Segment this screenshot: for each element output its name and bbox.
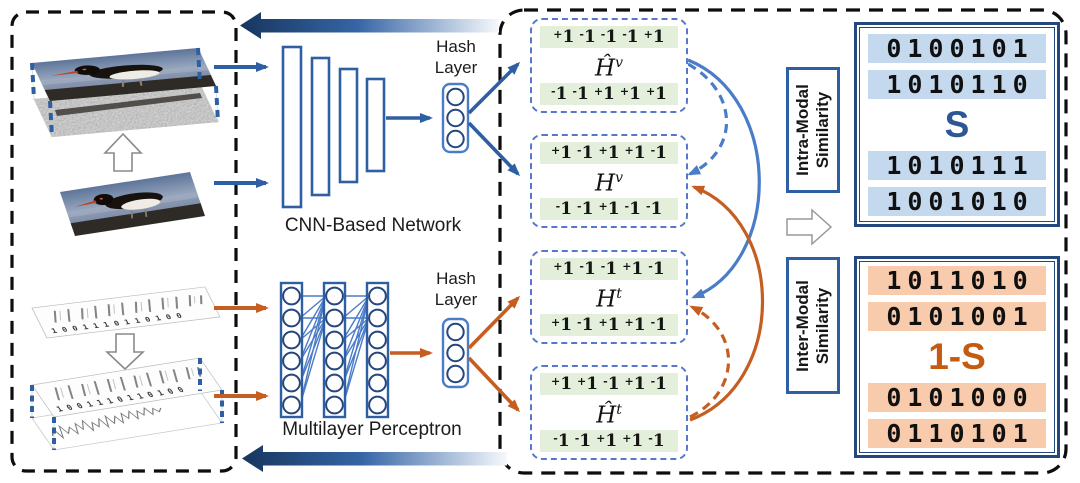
- hash-code-label: Hv: [595, 170, 623, 197]
- feedback-arrow-bottom: [242, 445, 507, 472]
- hash-row: +1-1+1+1-1: [540, 314, 678, 336]
- text-hash-layer-label: Hash Layer: [434, 269, 478, 309]
- similarity-matrix-one-minus-s: 1011010 0101001 1-S 0101000 0110101: [854, 256, 1060, 458]
- up-arrow-icon: [103, 132, 143, 172]
- right-arrow-icon: [786, 208, 833, 246]
- text-hash-layer: [441, 317, 470, 389]
- matrix-row: 0110101: [868, 419, 1046, 448]
- noise-layer: [34, 84, 218, 137]
- hash-code-box-h-t: +1-1-1+1-1 Ht +1-1+1+1-1: [530, 250, 688, 344]
- down-arrow-icon: [104, 333, 146, 371]
- box-edge-dashes: [30, 47, 220, 138]
- cnn-layer-bar-3: [338, 67, 359, 184]
- intra-arc-solid-orange: [689, 185, 765, 422]
- hash-row: +1-1-1+1-1: [540, 258, 678, 280]
- bird-image: [59, 171, 206, 237]
- input-panel-border: [10, 10, 238, 473]
- matrix-one-minus-s-label: 1-S: [928, 336, 986, 377]
- image-input-arrows: [214, 62, 269, 188]
- similarity-arcs: [687, 58, 765, 422]
- hash-row: +1+1-1+1-1: [540, 373, 678, 395]
- matrix-s-label: S: [944, 103, 970, 145]
- inter-arc-dashed-blue: [687, 62, 729, 176]
- mlp-network-label: Multilayer Perceptron: [282, 419, 462, 440]
- mlp-network: [279, 281, 390, 419]
- hash-code-label: Ĥt: [596, 401, 622, 429]
- text-input-arrows: [214, 303, 269, 401]
- matrix-row: 1011010: [868, 266, 1046, 295]
- cnn-network: [281, 45, 386, 209]
- hashing-panel-border: [498, 8, 1068, 475]
- intra-arc-solid-blue: [687, 58, 761, 299]
- text-hash-output-arrows: [467, 295, 521, 413]
- image-3d-box: [30, 46, 220, 138]
- matrix-row: 1010110: [868, 69, 1046, 99]
- similarity-matrix-s: 0100101 1010110 S 1010111 1001010: [854, 22, 1060, 227]
- hash-row: -1-1+1+1+1: [540, 83, 678, 105]
- hash-code-box-hhat-v: +1-1-1-1+1 Ĥv -1-1+1+1+1: [530, 18, 688, 113]
- matrix-row: 1010111: [868, 150, 1046, 180]
- text-sheet: [30, 285, 222, 340]
- cnn-layer-bar-4: [365, 77, 386, 173]
- image-hash-output-arrows: [467, 61, 521, 177]
- text-3d-box: [30, 356, 224, 451]
- hash-code-box-h-v: +1-1+1+1-1 Hv -1-1+1-1-1: [530, 134, 688, 228]
- hash-row: +1-1+1+1-1: [540, 142, 678, 164]
- image-hash-layer: [441, 82, 470, 154]
- mlp-neurons: [282, 286, 387, 415]
- matrix-row: 1001010: [868, 186, 1046, 216]
- cnn-layer-bar-2: [310, 56, 331, 197]
- intra-modal-similarity-box: Intra-Modal Similarity: [786, 67, 840, 193]
- matrix-row: 0100101: [868, 33, 1046, 63]
- cnn-layer-bar-1: [281, 45, 303, 209]
- matrix-row: 0101001: [868, 302, 1046, 331]
- hash-row: -1-1+1-1-1: [540, 198, 678, 220]
- hash-code-label: Ĥv: [595, 54, 623, 82]
- inter-modal-similarity-box: Inter-Modal Similarity: [786, 257, 840, 394]
- hash-row: -1-1+1+1-1: [540, 430, 678, 452]
- cnn-network-label: CNN-Based Network: [284, 215, 462, 236]
- hash-row: +1-1-1-1+1: [540, 26, 678, 48]
- hash-code-label: Ht: [596, 286, 622, 313]
- feedback-arrow-top: [240, 12, 499, 39]
- inter-arc-dashed-orange: [689, 305, 731, 419]
- matrix-row: 0101000: [868, 383, 1046, 412]
- mlp-connections: [299, 295, 370, 406]
- hash-code-box-hhat-t: +1+1-1+1-1 Ĥt -1-1+1+1-1: [530, 365, 688, 460]
- image-hash-layer-label: Hash Layer: [434, 37, 478, 77]
